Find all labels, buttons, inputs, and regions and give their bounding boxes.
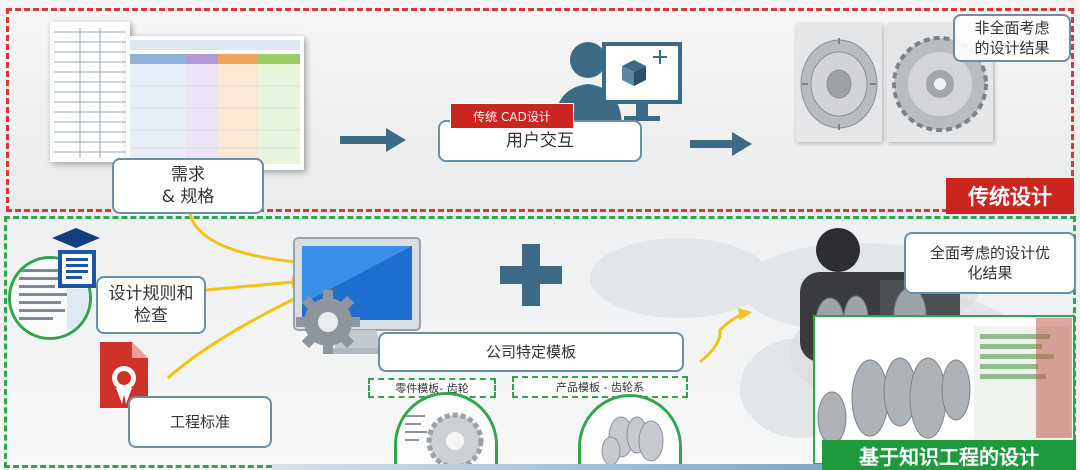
traditional-cad-tag-label: 传统 CAD设计	[473, 109, 551, 124]
arrow-right-icon	[340, 128, 406, 152]
gearbox-assembly-image	[790, 228, 1075, 465]
optimized-line1: 全面考虑的设计优	[929, 244, 1050, 262]
requirements-title: 需求	[171, 165, 205, 185]
traditional-cad-tag: 传统 CAD设计	[450, 103, 574, 129]
non-comprehensive-line1: 非全面考虑	[974, 19, 1050, 37]
user-interaction-label: 用户交互	[506, 131, 574, 151]
design-rules-line2: 检查	[134, 306, 168, 326]
optimized-line2: 化结果	[967, 264, 1013, 282]
certificate-icon	[100, 342, 148, 408]
arrow-right-icon	[690, 132, 752, 156]
kbe-design-label: 基于知识工程的设计	[822, 440, 1076, 470]
monitor-gear-icon	[293, 237, 421, 354]
requirements-table-document	[126, 36, 304, 170]
company-template-card: 公司特定模板	[378, 332, 684, 372]
traditional-design-frame	[6, 8, 1074, 212]
optimized-result-card: 全面考虑的设计优 化结果	[904, 232, 1076, 294]
part-template-label: 零件模板- 齿轮	[395, 382, 469, 395]
bottom-accent-bar	[272, 464, 822, 470]
requirements-card: 需求 & 规格	[112, 158, 264, 214]
traditional-design-label-text: 传统设计	[968, 185, 1052, 209]
design-rules-card: 设计规则和 检查	[96, 276, 206, 334]
plus-icon	[500, 244, 562, 306]
non-comprehensive-result-card: 非全面考虑 的设计结果	[953, 14, 1071, 62]
gear-render-image	[796, 24, 882, 142]
non-comprehensive-line2: 的设计结果	[974, 39, 1050, 57]
traditional-design-label: 传统设计	[946, 178, 1074, 214]
requirements-subtitle: & 规格	[161, 187, 215, 207]
company-template-label: 公司特定模板	[485, 343, 576, 361]
engineering-standard-label: 工程标准	[169, 413, 230, 431]
product-template-label: 产品模板 - 齿轮系	[556, 381, 644, 394]
design-rules-book-icon	[52, 228, 100, 288]
engineering-standard-card: 工程标准	[128, 396, 272, 448]
kbe-design-label-text: 基于知识工程的设计	[859, 444, 1039, 469]
requirements-list-document	[50, 22, 130, 162]
design-rules-line1: 设计规则和	[108, 284, 194, 304]
product-gear-train-image	[578, 394, 682, 470]
product-template-tag: 产品模板 - 齿轮系	[512, 376, 688, 398]
